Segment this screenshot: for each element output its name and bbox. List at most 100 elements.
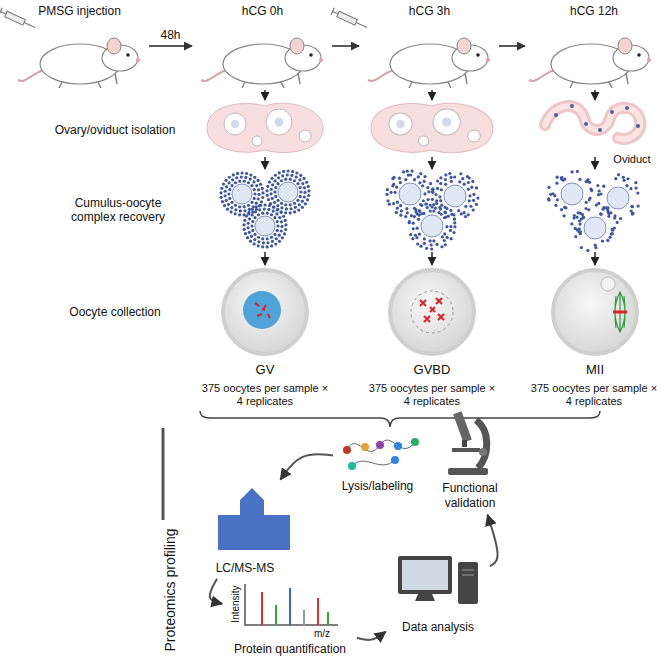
cumulus-cell bbox=[470, 186, 473, 189]
cumulus-cell bbox=[273, 216, 276, 219]
cumulus-cell bbox=[598, 189, 601, 192]
cumulus-cell bbox=[248, 217, 251, 220]
cumulus-cell bbox=[250, 201, 253, 204]
cumulus-cell bbox=[256, 179, 259, 182]
ovary bbox=[207, 103, 323, 152]
cumulus-cell bbox=[306, 198, 309, 201]
cumulus-cell bbox=[413, 215, 416, 218]
cumulus-cell bbox=[238, 180, 241, 183]
cumulus-cell bbox=[251, 220, 254, 223]
cumulus-cell bbox=[248, 208, 251, 211]
cumulus-cell bbox=[412, 222, 415, 225]
oocyte bbox=[421, 215, 443, 237]
cumulus-cell bbox=[440, 188, 443, 191]
cumulus-cell bbox=[293, 202, 296, 205]
node-text: Data analysis bbox=[402, 620, 474, 634]
oocyte bbox=[278, 182, 298, 202]
cumulus-cell bbox=[277, 176, 280, 179]
mouse-stage: PMSG injection bbox=[12, 2, 147, 90]
cumulus-cell bbox=[296, 199, 299, 202]
cumulus-cell bbox=[258, 208, 261, 211]
cumulus-cell bbox=[443, 232, 446, 235]
cumulus-cell bbox=[414, 208, 417, 211]
cumulus-cell bbox=[430, 247, 433, 250]
flow-arrow bbox=[149, 45, 192, 47]
cumulus-cell bbox=[281, 236, 284, 239]
cumulus-cell bbox=[580, 217, 583, 220]
cumulus-cell bbox=[386, 199, 389, 202]
cumulus-cell bbox=[297, 208, 300, 211]
cumulus-cell bbox=[273, 233, 276, 236]
cumulus-cell bbox=[220, 196, 223, 199]
cumulus-cell bbox=[228, 181, 231, 184]
mouse bbox=[368, 38, 490, 88]
cumulus-cell bbox=[228, 197, 231, 200]
cumulus-cell bbox=[284, 219, 287, 222]
oocyte bbox=[399, 183, 421, 205]
cumulus-cell bbox=[413, 178, 416, 181]
cumulus-cell bbox=[267, 198, 270, 201]
cumulus-cell bbox=[257, 240, 260, 243]
sample-note: 375 oocytes per sample × 4 replicates bbox=[200, 382, 330, 408]
cumulus-cell bbox=[232, 173, 235, 176]
cumulus-cell bbox=[259, 204, 262, 207]
cumulus-cell bbox=[270, 236, 273, 239]
cumulus-cell bbox=[276, 199, 279, 202]
cumulus-cell bbox=[240, 171, 243, 174]
oocyte-stage: GV bbox=[210, 262, 320, 380]
cumulus-cell bbox=[467, 181, 470, 184]
cumulus-cell bbox=[293, 210, 296, 213]
cumulus-cell bbox=[426, 186, 429, 189]
cumulus-cell bbox=[585, 201, 588, 204]
side-bar bbox=[162, 428, 165, 520]
cumulus-cell bbox=[431, 191, 434, 194]
cumulus-cell bbox=[263, 203, 266, 206]
node-text: hCG 3h bbox=[409, 4, 450, 18]
oocyte bbox=[561, 183, 583, 205]
cumulus-cell bbox=[599, 212, 602, 215]
cumulus-cell bbox=[267, 208, 270, 211]
cumulus-cell bbox=[616, 221, 619, 224]
cumulus-cell bbox=[276, 182, 279, 185]
cumulus-cell bbox=[388, 203, 391, 206]
mass-spectrometer bbox=[218, 488, 290, 550]
cumulus-cell bbox=[450, 213, 453, 216]
spectrum bbox=[245, 584, 338, 625]
cumulus-cell bbox=[248, 231, 251, 234]
cumulus-cell bbox=[247, 204, 250, 207]
cumulus-cell bbox=[284, 223, 287, 226]
cumulus-cell bbox=[247, 222, 250, 225]
cumulus-cell bbox=[586, 180, 589, 183]
cumulus-cell bbox=[244, 176, 247, 179]
cumulus-cell bbox=[385, 193, 388, 196]
cumulus-cell bbox=[276, 220, 279, 223]
mouse bbox=[201, 38, 323, 88]
cumulus-cell bbox=[611, 229, 614, 232]
cumulus-cell bbox=[392, 176, 395, 179]
cumulus-cell bbox=[240, 175, 243, 178]
cumulus-cell bbox=[286, 169, 289, 172]
cumulus-cell bbox=[411, 169, 414, 172]
cumulus-cell bbox=[630, 205, 633, 208]
cumulus-cell bbox=[307, 194, 310, 197]
cumulus-cell bbox=[449, 229, 452, 232]
cumulus-cell bbox=[443, 239, 446, 242]
oviduct bbox=[545, 104, 640, 139]
node-text: Protein quantification bbox=[234, 642, 346, 656]
cumulus-cell bbox=[446, 236, 449, 239]
computer bbox=[398, 556, 478, 604]
cumulus-cell bbox=[253, 176, 256, 179]
cumulus-cell bbox=[289, 178, 292, 181]
cumulus-cell bbox=[257, 197, 260, 200]
cumulus-cell bbox=[278, 171, 281, 174]
cumulus-cell bbox=[414, 234, 417, 237]
functional-validation-step: Functional validation bbox=[424, 408, 516, 512]
cumulus-cell bbox=[611, 228, 614, 231]
mouse-stage: hCG 3h bbox=[362, 2, 497, 90]
cumulus-cell bbox=[579, 230, 582, 233]
cumulus-cell bbox=[399, 204, 402, 207]
cumulus-cell bbox=[251, 208, 254, 211]
cumulus-cell bbox=[464, 215, 467, 218]
cumulus-cell bbox=[435, 202, 438, 205]
cumulus-cell bbox=[284, 178, 287, 181]
